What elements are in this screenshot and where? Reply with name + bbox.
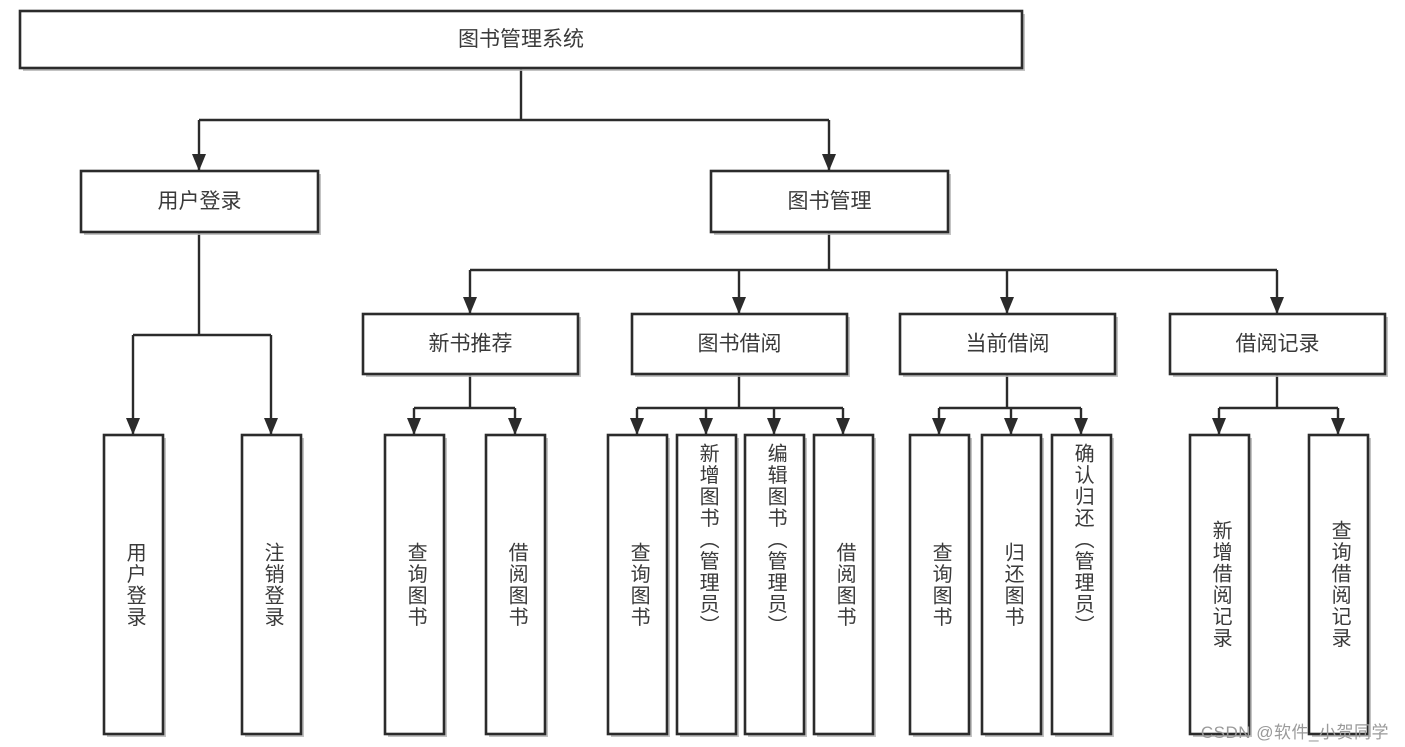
node-leaf-query-book-recommend[interactable] [383,433,446,736]
node-box-layer [18,9,1388,737]
bookmgmt-to-level3-arrow-1 [732,297,746,314]
node-leaf-edit-book[interactable] [743,433,806,736]
node-current-borrow[interactable] [898,312,1117,376]
node-leaf-query-book-current[interactable] [908,433,971,736]
node-leaf-add-borrow-record[interactable] [1188,433,1251,736]
node-book-borrow-label: 图书借阅 [698,333,782,356]
node-book-borrow[interactable] [630,312,849,376]
borrow-to-leaves-arrow-0 [630,418,644,435]
node-current-borrow-label: 当前借阅 [966,333,1050,356]
node-leaf-borrow-book-recommend[interactable] [484,433,547,736]
current-to-leaves-arrow-2 [1074,418,1088,435]
record-to-leaves-arrow-0 [1212,418,1226,435]
node-root-label: 图书管理系统 [458,28,584,51]
node-new-book-recommend-label: 新书推荐 [429,333,513,356]
node-leaf-query-book-borrow[interactable] [606,433,669,736]
node-new-book-recommend[interactable] [361,312,580,376]
node-user-login[interactable] [79,169,320,234]
userlogin-to-leaves-arrow-0 [126,418,140,435]
node-leaf-user-login[interactable] [102,433,165,736]
recommend-to-leaves-arrow-1 [508,418,522,435]
record-to-leaves-arrow-1 [1331,418,1345,435]
borrow-to-leaves-arrow-2 [767,418,781,435]
node-book-management-label: 图书管理 [788,190,872,213]
node-root[interactable] [18,9,1024,70]
node-leaf-confirm-return[interactable] [1050,433,1113,736]
node-borrow-record-label: 借阅记录 [1236,333,1320,356]
csdn-watermark: CSDN @软件_小贺同学 [1200,723,1389,742]
userlogin-to-leaves-arrow-1 [264,418,278,435]
node-leaf-query-borrow-record[interactable] [1307,433,1370,736]
root-to-level2-arrow-0 [192,154,206,171]
node-book-management[interactable] [709,169,950,234]
node-leaf-add-book[interactable] [675,433,738,736]
bookmgmt-to-level3-arrow-2 [1000,297,1014,314]
node-leaf-logout[interactable] [240,433,303,736]
borrow-to-leaves-arrow-1 [699,418,713,435]
node-leaf-borrow-book[interactable] [812,433,875,736]
node-user-login-label: 用户登录 [158,190,242,213]
borrow-to-leaves-arrow-3 [836,418,850,435]
root-to-level2-arrow-1 [822,154,836,171]
bookmgmt-to-level3-arrow-3 [1270,297,1284,314]
node-borrow-record[interactable] [1168,312,1387,376]
current-to-leaves-arrow-1 [1004,418,1018,435]
current-to-leaves-arrow-0 [932,418,946,435]
node-leaf-return-book[interactable] [980,433,1043,736]
connector-layer [126,68,1345,435]
recommend-to-leaves-arrow-0 [407,418,421,435]
bookmgmt-to-level3-arrow-0 [463,297,477,314]
